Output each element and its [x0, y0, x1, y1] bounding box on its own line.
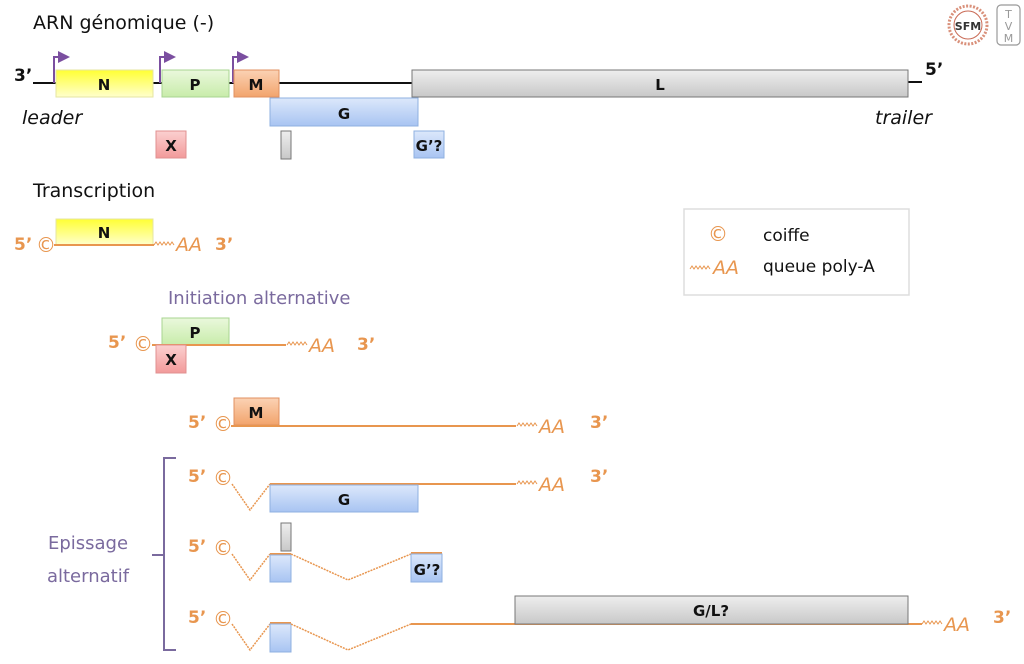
- mrna-GL-polya-wave-icon: [921, 620, 943, 625]
- gene-L: L: [411, 69, 909, 98]
- mrna-M-label: M: [249, 404, 264, 422]
- mrna-X-label: X: [165, 351, 177, 369]
- mrna-N-3prime: 3’: [215, 235, 233, 255]
- mrna-Gp-intron1: [231, 553, 271, 582]
- mrna-N-cap-icon: ©: [36, 233, 56, 257]
- mrna-M-polya-wave-icon: [516, 422, 538, 427]
- mrna-M-3prime: 3’: [590, 413, 608, 433]
- mrna-N: 5’ © N AA 3’: [14, 218, 233, 257]
- gene-M: M: [233, 69, 280, 98]
- mrna-G-polya-wave-icon: [516, 480, 538, 485]
- mrna-N-label: N: [98, 224, 111, 242]
- legend-polya-wave-icon: [689, 265, 711, 270]
- gene-N: N: [55, 69, 154, 98]
- tvm-letter-t: T: [1004, 8, 1012, 21]
- mrna-N-5prime: 5’: [14, 235, 32, 255]
- mrna-G: 5’ © G AA 3’: [188, 466, 608, 513]
- mrna-GL-3prime: 3’: [993, 608, 1011, 628]
- mrna-P-cap-icon: ©: [133, 332, 153, 356]
- mrna-Gp-label: G’?: [414, 561, 441, 579]
- initiation-alternative-label: Initiation alternative: [168, 288, 350, 309]
- mrna-N-polya: AA: [174, 234, 202, 256]
- legend-polya-icon: AA: [711, 257, 739, 279]
- sfm-logo-text: SFM: [955, 20, 981, 33]
- tvm-logo: T V M: [996, 4, 1021, 46]
- mrna-GL-intron1: [231, 623, 271, 652]
- legend-cap-label: coiffe: [763, 226, 810, 246]
- mrna-G-intron: [231, 483, 271, 512]
- mrna-G-5prime: 5’: [188, 467, 206, 487]
- splicing-label-line1: Epissage: [48, 533, 128, 554]
- mrna-P-polya: AA: [307, 335, 335, 357]
- sfm-logo: SFM: [947, 4, 989, 46]
- genome-title: ARN génomique (-): [33, 12, 214, 34]
- mrna-P-5prime: 5’: [108, 333, 126, 353]
- mrna-G-L: 5’ © G/L? AA 3’: [188, 595, 1011, 653]
- genome-3prime-label: 3’: [14, 66, 32, 86]
- promoter-arrow-N-icon: [53, 51, 70, 83]
- gene-G: G: [269, 97, 419, 127]
- mrna-G-label: G: [338, 491, 350, 509]
- gene-X: X: [155, 130, 187, 159]
- mrna-P-X: 5’ © P X AA 3’: [108, 317, 375, 374]
- legend: © coiffe AA queue poly-A: [683, 208, 910, 296]
- mrna-P-3prime: 3’: [357, 335, 375, 355]
- mrna-Gp-5prime: 5’: [188, 537, 206, 557]
- genome-small-orf: [280, 130, 292, 160]
- mrna-M-polya: AA: [537, 416, 565, 438]
- tvm-letter-m: M: [1004, 32, 1014, 45]
- mrna-P-polya-wave-icon: [286, 341, 308, 346]
- mrna-GL-polya: AA: [942, 614, 970, 636]
- genome-5prime-label: 5’: [925, 60, 943, 80]
- leader-label: leader: [22, 107, 83, 129]
- promoter-arrow-M-icon: [232, 51, 249, 83]
- legend-cap-icon: ©: [708, 222, 728, 246]
- legend-polya-label: queue poly-A: [763, 257, 875, 277]
- splicing-label-line2: alternatif: [47, 566, 130, 587]
- mrna-GL-cap-icon: ©: [213, 607, 233, 631]
- mrna-Gp-cap-icon: ©: [213, 536, 233, 560]
- tvm-letter-v: V: [1005, 20, 1013, 33]
- mrna-P-label: P: [190, 324, 201, 342]
- promoter-arrow-P-icon: [159, 51, 176, 83]
- gene-G-prime-label: G’?: [416, 137, 443, 155]
- mrna-N-polya-wave-icon: [153, 241, 175, 246]
- gene-G-label: G: [338, 105, 350, 123]
- gene-G-prime: G’?: [413, 130, 445, 159]
- splicing-bracket: [152, 457, 176, 651]
- mrna-G-cap-icon: ©: [213, 466, 233, 490]
- mrna-G-3prime: 3’: [590, 467, 608, 487]
- mrna-G-polya: AA: [537, 474, 565, 496]
- mrna-G-prime: 5’ © G’?: [188, 522, 443, 583]
- mrna-GL-5prime: 5’: [188, 608, 206, 628]
- mrna-M-cap-icon: ©: [213, 412, 233, 436]
- mrna-GL-label: G/L?: [693, 602, 729, 620]
- trailer-label: trailer: [875, 107, 933, 129]
- gene-M-label: M: [249, 76, 264, 94]
- mrna-Gp-intron2: [290, 553, 412, 581]
- gene-X-label: X: [165, 137, 177, 155]
- gene-P: P: [161, 69, 230, 98]
- mrna-M-5prime: 5’: [188, 413, 206, 433]
- gene-L-label: L: [655, 76, 665, 94]
- gene-N-label: N: [98, 76, 111, 94]
- mrna-GL-intron2: [290, 623, 412, 651]
- mrna-M: 5’ © M AA 3’: [188, 397, 608, 438]
- transcription-heading: Transcription: [32, 180, 155, 202]
- gene-P-label: P: [190, 76, 201, 94]
